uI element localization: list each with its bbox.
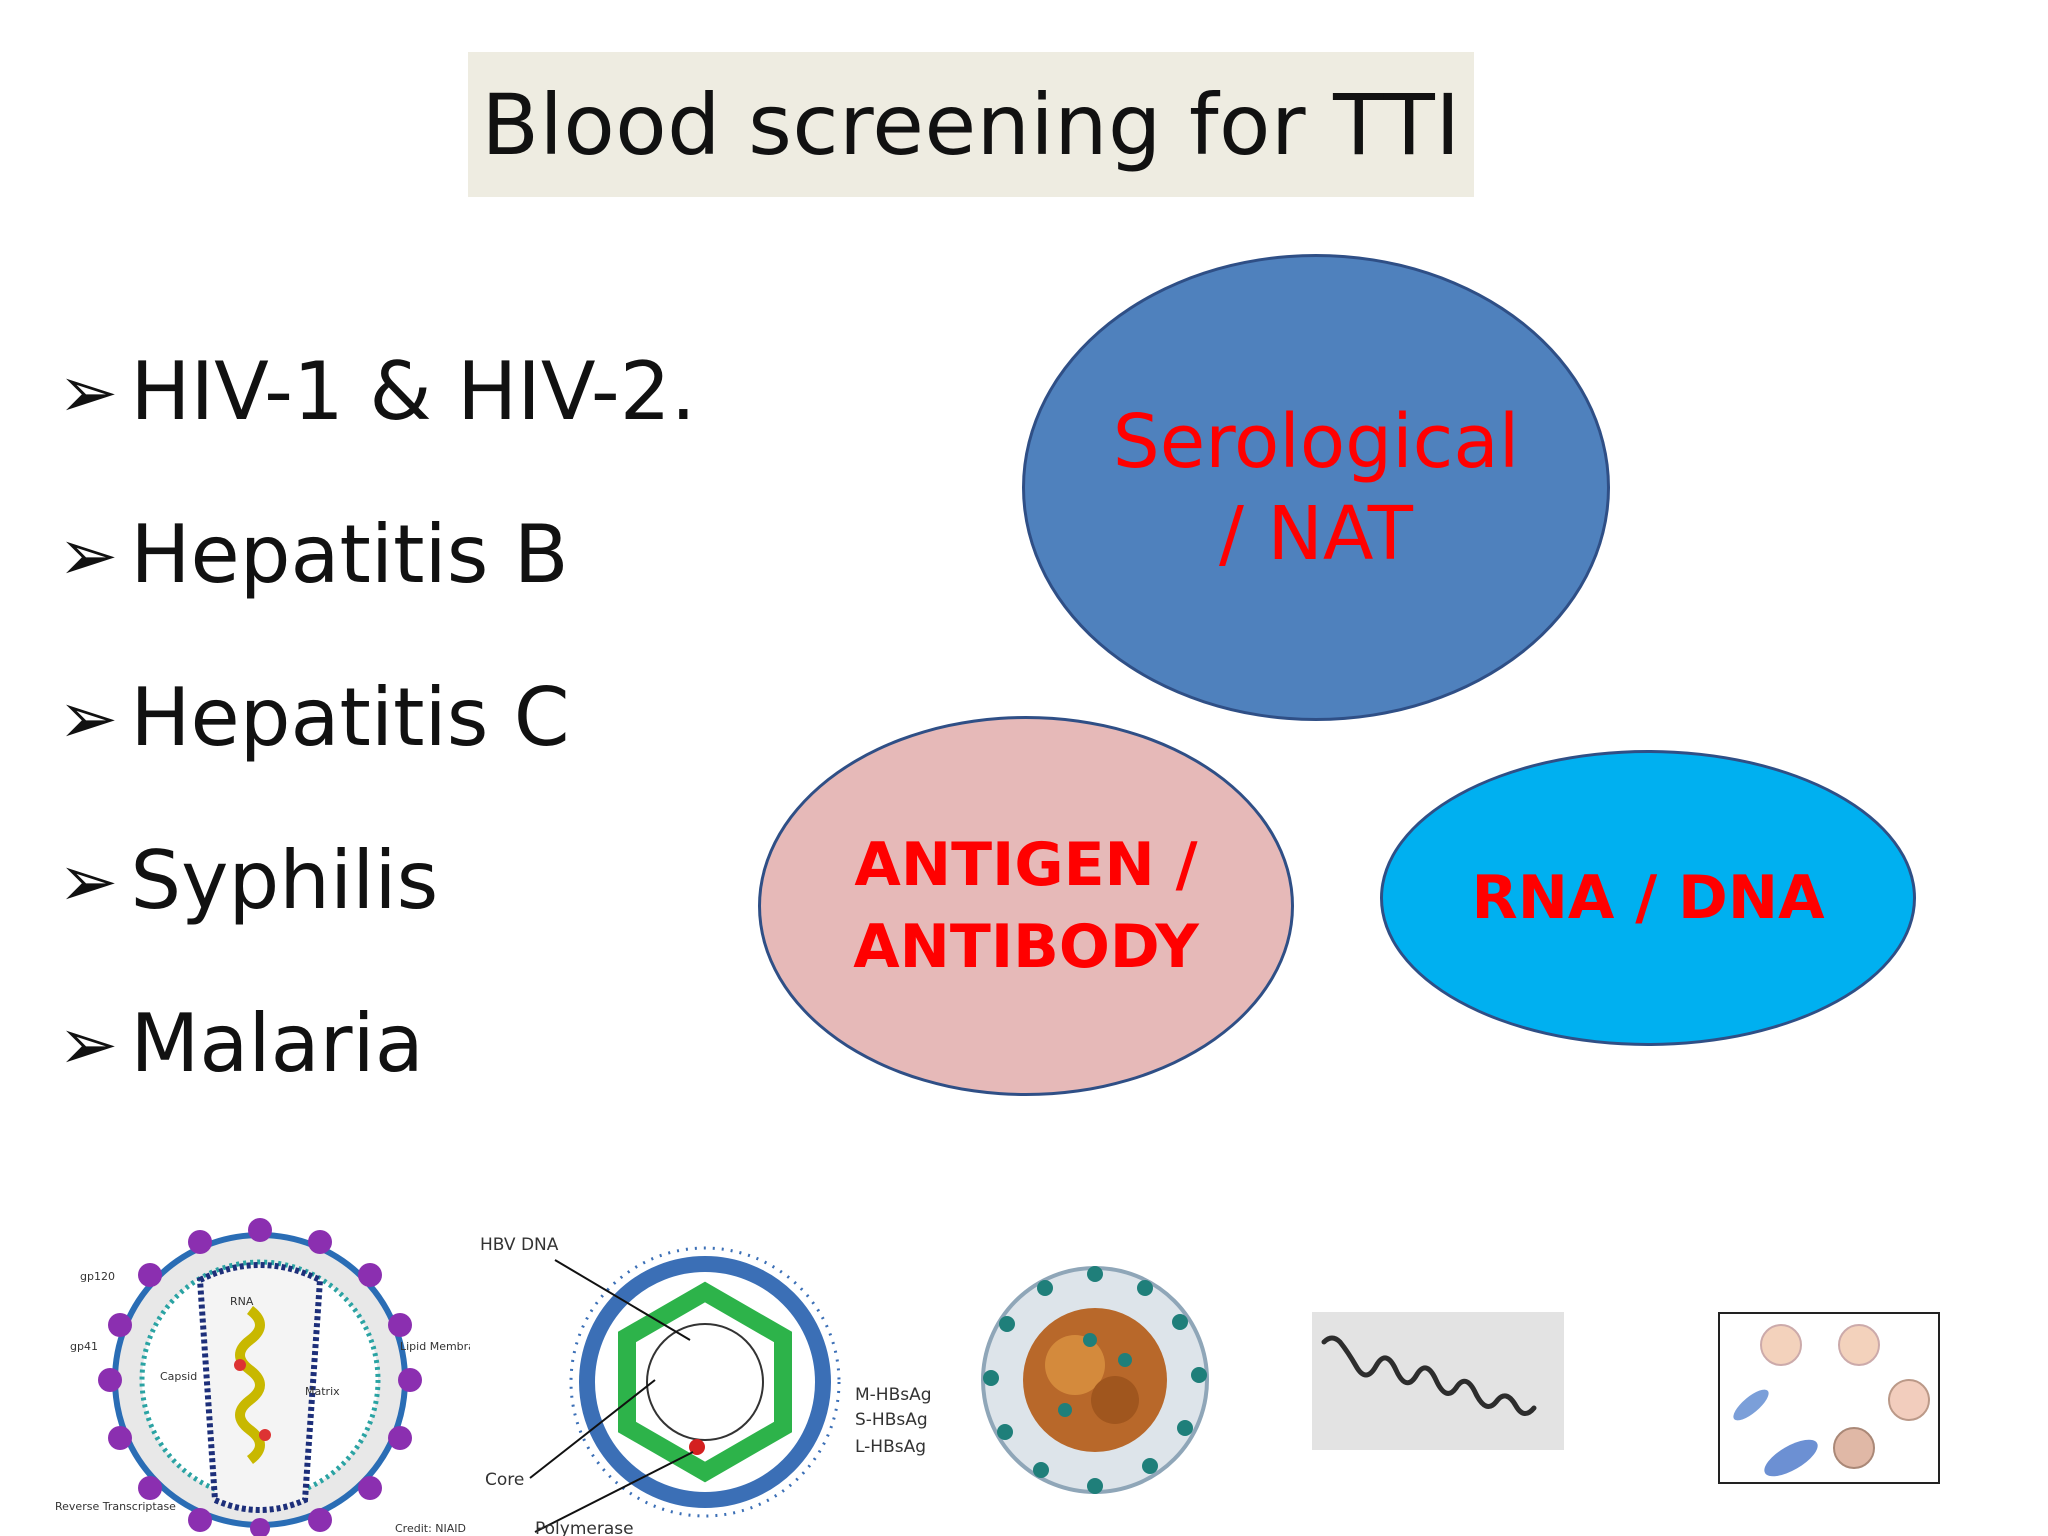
hbv-label-m-hbsag: M-HBsAg [855,1385,932,1405]
antigen-label: ANTIGEN / [854,830,1198,900]
hbv-label-polymerase: Polymerase [535,1519,634,1536]
hcv-virus-image [981,1266,1209,1494]
arrow-bullet-icon: ➢ [58,838,119,923]
hbv-label-core: Core [485,1470,524,1490]
bullet-text: Hepatitis B [130,508,569,601]
hiv-label-lipid-membrane: Lipid Membrane [400,1340,470,1353]
nat-label: / NAT [1219,490,1413,577]
hiv-label-rna: RNA [230,1295,254,1308]
serological-label: Serological [1112,398,1520,485]
hbv-label-l-hbsag: L-HBsAg [855,1437,926,1457]
bullet-item-syphilis: ➢ Syphilis [58,799,696,962]
hiv-label-reverse-transcriptase: Reverse Transcriptase [55,1500,176,1513]
rna-dna-ellipse: RNA / DNA [1380,750,1916,1046]
antigen-antibody-ellipse: ANTIGEN / ANTIBODY [758,716,1294,1096]
hbv-label-hbv-dna: HBV DNA [480,1235,559,1255]
arrow-bullet-icon: ➢ [58,1001,119,1086]
slide-title: Blood screening for TTI [481,75,1461,174]
bullet-item-hiv: ➢ HIV-1 & HIV-2. [58,310,696,473]
malaria-parasite-image [1718,1312,1940,1484]
bullet-list: ➢ HIV-1 & HIV-2. ➢ Hepatitis B ➢ Hepatit… [58,310,696,1125]
bullet-text: HIV-1 & HIV-2. [130,345,697,438]
bullet-text: Syphilis [130,834,439,927]
hiv-label-gp41: gp41 [70,1340,98,1353]
antibody-label: ANTIBODY [853,912,1199,982]
syphilis-spirochete-image [1312,1312,1564,1450]
title-box: Blood screening for TTI [468,52,1474,197]
bullet-text: Malaria [130,997,424,1090]
hiv-label-gp120: gp120 [80,1270,115,1283]
hiv-virus-diagram: gp120 gp41 RNA Capsid Matrix Lipid Membr… [55,1218,470,1536]
hiv-label-capsid: Capsid [160,1370,197,1383]
pathogen-images: gp120 gp41 RNA Capsid Matrix Lipid Membr… [0,1180,2048,1536]
serological-ellipse: Serological / NAT [1022,254,1610,721]
arrow-bullet-icon: ➢ [58,349,119,434]
arrow-bullet-icon: ➢ [58,675,119,760]
hbv-virus-diagram: HBV DNA M-HBsAg S-HBsAg L-HBsAg Core Pol… [480,1235,932,1536]
hiv-label-credit: Credit: NIAID [395,1522,466,1535]
bullet-item-hepatitis-b: ➢ Hepatitis B [58,473,696,636]
arrow-bullet-icon: ➢ [58,512,119,597]
bullet-text: Hepatitis C [130,671,570,764]
hbv-label-s-hbsag: S-HBsAg [855,1410,928,1430]
bullet-item-hepatitis-c: ➢ Hepatitis C [58,636,696,799]
rna-dna-label: RNA / DNA [1471,863,1825,933]
hiv-label-matrix: Matrix [305,1385,340,1398]
bullet-item-malaria: ➢ Malaria [58,962,696,1125]
